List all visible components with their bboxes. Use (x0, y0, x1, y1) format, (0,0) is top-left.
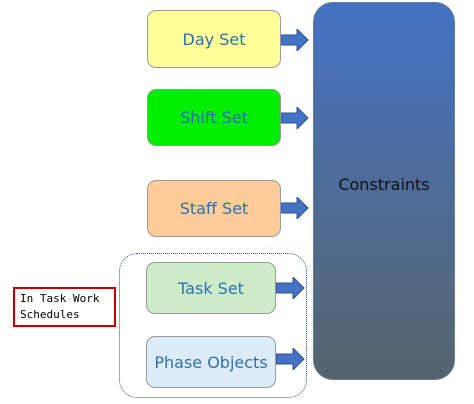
day-set-box: Day Set (147, 10, 281, 68)
task-work-schedules-note: In Task Work Schedules (13, 287, 116, 327)
day-set-label: Day Set (182, 29, 246, 49)
day-arrow-icon (281, 29, 309, 51)
task-set-box: Task Set (146, 262, 276, 314)
staff-set-box: Staff Set (147, 180, 281, 237)
constraints-box: Constraints (313, 2, 455, 380)
phase-objects-box: Phase Objects (146, 336, 276, 388)
phase-objects-label: Phase Objects (154, 352, 268, 372)
staff-set-label: Staff Set (179, 199, 249, 218)
shift-set-box: Shift Set (147, 89, 281, 146)
task-arrow-icon (276, 277, 305, 299)
shift-arrow-icon (281, 107, 309, 129)
staff-arrow-icon (281, 197, 309, 219)
shift-set-label: Shift Set (180, 108, 248, 127)
task-work-schedules-group (119, 253, 307, 398)
constraints-label: Constraints (338, 174, 430, 194)
task-set-label: Task Set (178, 278, 244, 298)
note-line-1: In Task Work (20, 292, 100, 305)
note-line-2: Schedules (20, 308, 80, 321)
phase-arrow-icon (276, 348, 305, 370)
